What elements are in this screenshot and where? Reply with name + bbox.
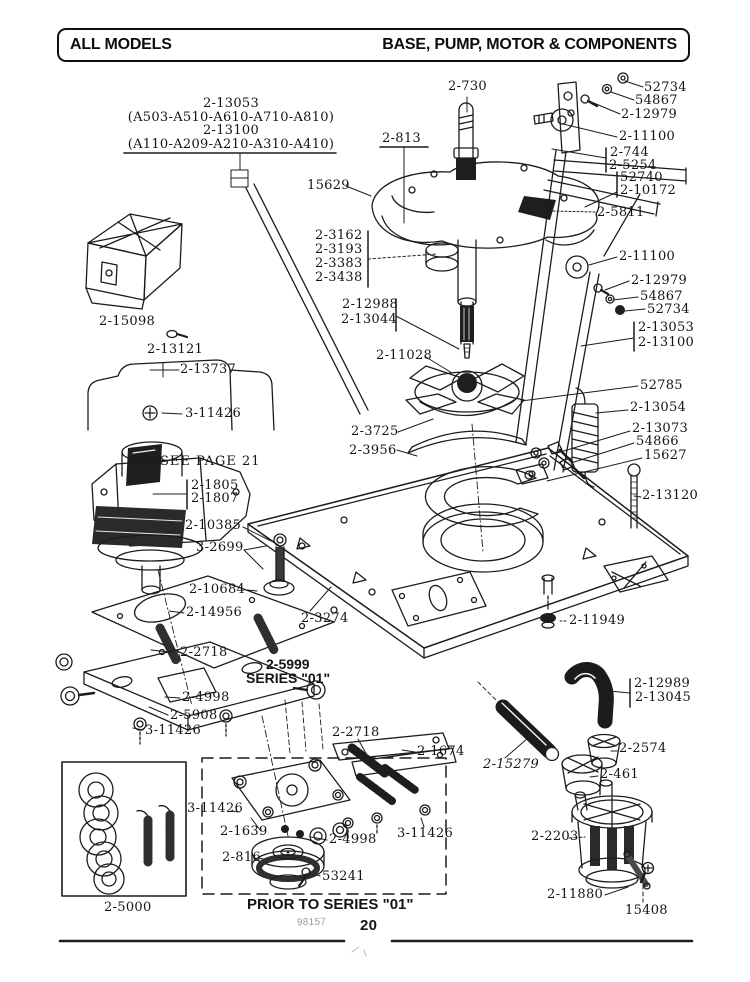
part-callout: 2-3438 [315,270,363,285]
part-callout: 2-3274 [301,611,349,626]
part-callout: 52785 [640,378,683,393]
page-number: 20 [360,917,378,934]
part-callout: 2-15279 [483,757,540,772]
part-callout: 2-12988 [342,297,399,312]
part-callout: 2-1639 [220,824,268,839]
part-callout: 53241 [322,869,365,884]
part-callout: 2-11880 [547,887,604,902]
part-callout: 3-11426 [185,406,242,421]
part-callout: 54866 [636,434,679,449]
part-callout: 54867 [635,93,678,108]
part-callout: 2-2718 [180,645,228,660]
part-callout: 2-13100 [638,335,695,350]
part-callout: 15629 [307,178,350,193]
part-callout: 2-1674 [417,744,465,759]
series-01-title: 2-5999 [266,656,310,672]
part-callout: 2-13053 [638,320,695,335]
page-header-banner: ALL MODELS BASE, PUMP, MOTOR & COMPONENT… [57,28,690,62]
part-callout: 52740 [620,170,663,185]
banner-right-title: BASE, PUMP, MOTOR & COMPONENTS [382,36,677,53]
part-callout: 52734 [644,80,687,95]
part-callout: 2-11949 [569,613,626,628]
part-callout: 2-13073 [632,421,689,436]
part-callout: 2-813 [382,131,421,146]
part-callout: 2-730 [448,79,487,94]
part-callout: 54867 [640,289,683,304]
part-callout: 15627 [644,448,687,463]
part-callout: 2-5000 [104,900,152,915]
part-callout: 2-10684 [189,582,246,597]
part-callout: 2-2574 [619,741,667,756]
part-callout: 3-11426 [145,723,202,738]
part-callout: 2-3383 [315,256,363,271]
part-callout: 2-13120 [642,488,699,503]
part-callout: 2-1805 [191,478,239,493]
part-callout: 2-13737 [180,362,237,377]
part-callout: 2-15098 [99,314,156,329]
part-callout: 2-12989 [634,676,691,691]
part-callout: 2-5811 [597,205,645,220]
part-callout: 2-5254 [609,158,657,173]
part-callout: 2-11028 [376,348,433,363]
note-line: 2-13053 [202,96,260,111]
series-01-subtitle: SERIES "01" [246,670,331,686]
part-callout: 2-11100 [619,129,676,144]
part-callout: 2-3725 [351,424,399,439]
part-callout: 2-12979 [621,107,678,122]
part-callout: 2-10385 [185,518,242,533]
part-callout: 2-4998 [182,690,230,705]
part-callout: 52734 [647,302,690,317]
part-callout: 15408 [625,903,668,918]
banner-left-title: ALL MODELS [70,36,172,53]
part-callout: 2-461 [600,767,639,782]
part-callout: 2-13054 [630,400,687,415]
part-callout: 2-13121 [147,342,204,357]
part-callout: 2-744 [610,145,649,160]
part-callout: 2-4998 [329,832,377,847]
part-callout: 2-5908 [170,708,218,723]
note-line: 2-13100 [202,123,260,139]
part-callout: 2-2203 [531,829,579,844]
part-callout: 2-816 [222,850,261,865]
part-callout: 3-11426 [397,826,454,841]
prior-series-caption: PRIOR TO SERIES "01" [247,896,414,913]
part-callout: 2-1807 [191,491,239,506]
model-applicability-note: 2-13053 (A503-A510-A610-A710-A810) 2-131… [122,97,340,151]
part-callout: 2-14956 [186,605,243,620]
note-line: (A503-A510-A610-A710-A810) [127,109,335,125]
part-callout: 3-2699 [196,540,244,555]
part-callout: 2-13045 [635,690,692,705]
see-page-note: SEE PAGE 21 [160,454,261,469]
part-callout: 2-3193 [315,242,363,257]
part-callout: 3-11426 [187,801,244,816]
part-callout: 2-10172 [620,183,677,198]
part-callout: 2-13044 [341,312,398,327]
part-callout: 2-3956 [349,443,397,458]
note-line: (A110-A209-A210-A310-A410) [127,136,335,152]
part-callout: 2-2718 [332,725,380,740]
part-callout: 2-3162 [315,228,363,243]
part-callout: 2-11100 [619,249,676,264]
form-code: 98157 [296,916,327,929]
part-callout: 2-12979 [631,273,688,288]
